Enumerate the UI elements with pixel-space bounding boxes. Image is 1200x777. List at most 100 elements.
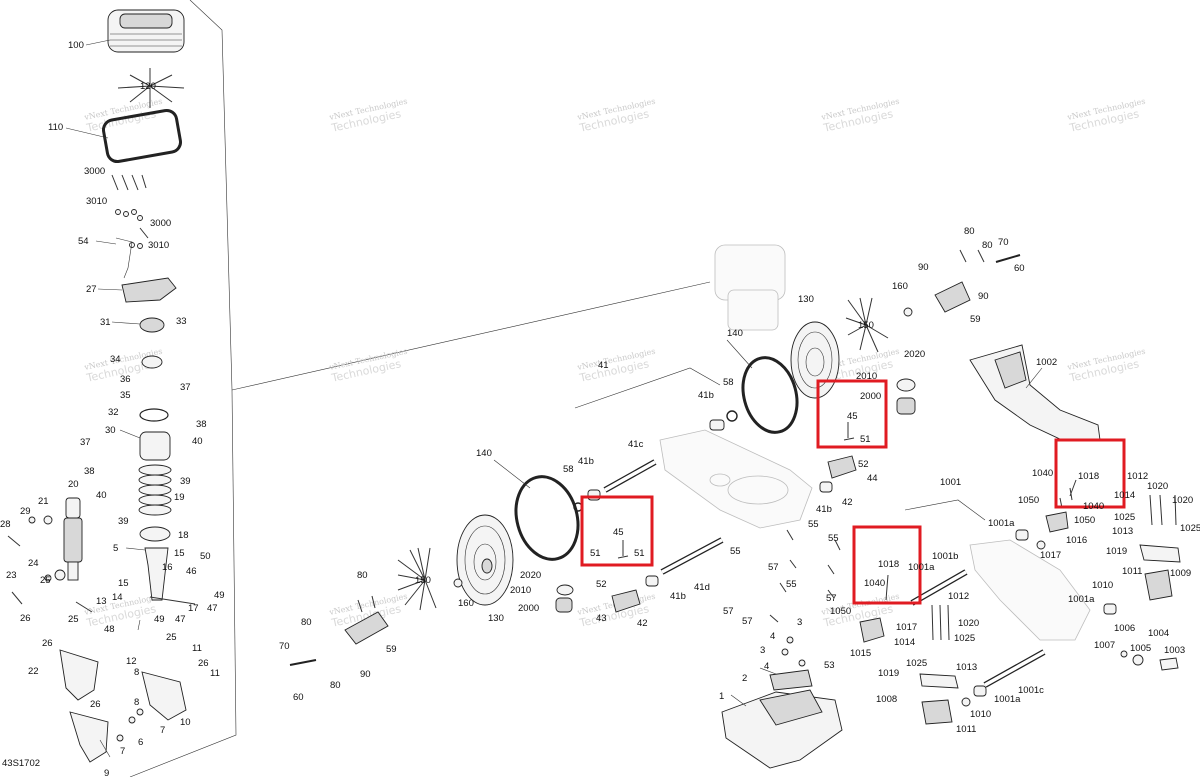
part-label: 1011 [956,724,976,735]
clip-part [115,237,133,279]
part-label: 25 [68,614,79,625]
part-label: 34 [110,354,121,365]
clip-1003 [1159,657,1179,671]
part-label: 1009 [1170,568,1191,579]
part-label: 13 [96,596,107,607]
lower-guard-part [59,649,99,701]
part-label: 4 [764,661,769,672]
frame-lines [129,0,986,777]
part-label: 31 [100,317,111,328]
part-label: 52 [596,579,607,590]
part-label: 130 [488,613,504,624]
part-label: 1040 [1083,501,1104,512]
part-label: 1013 [1112,526,1133,537]
bolt-fan-right [845,297,889,353]
part-label: 160 [458,598,474,609]
part-label: 22 [28,666,39,677]
bushings-right [961,529,1144,707]
part-label: 150 [415,575,431,586]
part-label: 58 [563,464,574,475]
part-label: 54 [78,236,89,247]
part-label: 150 [858,320,874,331]
part-label: 1025 [906,658,927,669]
part-label: 43 [596,613,607,624]
center-parts [289,244,1021,769]
part-label: 1040 [864,578,885,589]
part-label: 42 [842,497,853,508]
shock-part [63,497,83,581]
part-label: 1020 [958,618,979,629]
part-label: 1025 [1114,512,1135,523]
part-label: 26 [20,613,31,624]
highlight-hardware [617,422,1077,601]
part-label: 1018 [878,559,899,570]
bracket-part [121,277,177,303]
part-label: 2010 [856,371,877,382]
part-label: 41 [598,360,609,371]
part-label: 1025 [954,633,975,644]
axle-1001c-inner [984,650,1045,687]
part-label: 2000 [860,391,881,402]
part-label: 60 [293,692,304,703]
small-hardware-left [7,515,66,605]
part-label: 55 [828,533,839,544]
part-label: 45 [847,411,858,422]
part-label: 1016 [1066,535,1087,546]
part-label: 41d [694,582,710,593]
part-label: 3000 [150,218,171,229]
clamp-43 [611,589,641,613]
part-label: 1010 [1092,580,1113,591]
part-label: 2 [742,673,747,684]
part-label: 1002 [1036,357,1057,368]
part-label: 1025 [1180,523,1200,534]
plate-1019-left [919,673,959,689]
part-label: 32 [108,407,119,418]
part-label: 49 [214,590,225,601]
part-label: 80 [301,617,312,628]
part-label: 1050 [1018,495,1039,506]
left-column-parts [7,9,196,763]
part-label: 3010 [148,240,169,251]
part-label: 55 [786,579,797,590]
part-label: 11 [192,643,202,654]
part-label: 1 [719,691,724,702]
part-label: 6 [138,737,143,748]
part-label: 1006 [1114,623,1135,634]
part-label: 39 [180,476,191,487]
part-label: 19 [174,492,185,503]
diagram-code: 43S1702 [2,758,40,769]
part-label: 8 [134,667,139,678]
drive-cover-right [790,321,840,399]
part-label: 70 [279,641,290,652]
lower-seat-part [139,526,171,542]
part-label: 80 [330,680,341,691]
right-parts [910,344,1181,725]
part-label: 41c [628,439,644,450]
part-label: 1003 [1164,645,1185,656]
part-label: 10 [180,717,191,728]
part-label: 57 [826,593,837,604]
part-label: 130 [798,294,814,305]
bracket-1015 [859,617,885,643]
part-label: 49 [154,614,165,625]
part-label: 2010 [510,585,531,596]
part-label: 120 [140,81,156,92]
part-label: 1017 [896,622,917,633]
bracket-1016 [1045,511,1069,533]
part-label: 2000 [518,603,539,614]
ghost-swing-arm-right [969,539,1091,641]
small-hardware-center [769,529,841,667]
part-label: 1014 [1114,490,1135,501]
seal-left [555,584,574,613]
ghost-engine [714,244,786,331]
part-label: 58 [723,377,734,388]
part-label: 50 [200,551,211,562]
part-label: 57 [742,616,753,627]
part-label: 160 [892,281,908,292]
part-label: 1017 [1040,550,1061,561]
part-label: 1020 [1172,495,1193,506]
part-label: 38 [196,419,207,430]
part-label: 3 [760,645,765,656]
part-label: 29 [20,506,31,517]
part-label: 7 [120,746,125,757]
